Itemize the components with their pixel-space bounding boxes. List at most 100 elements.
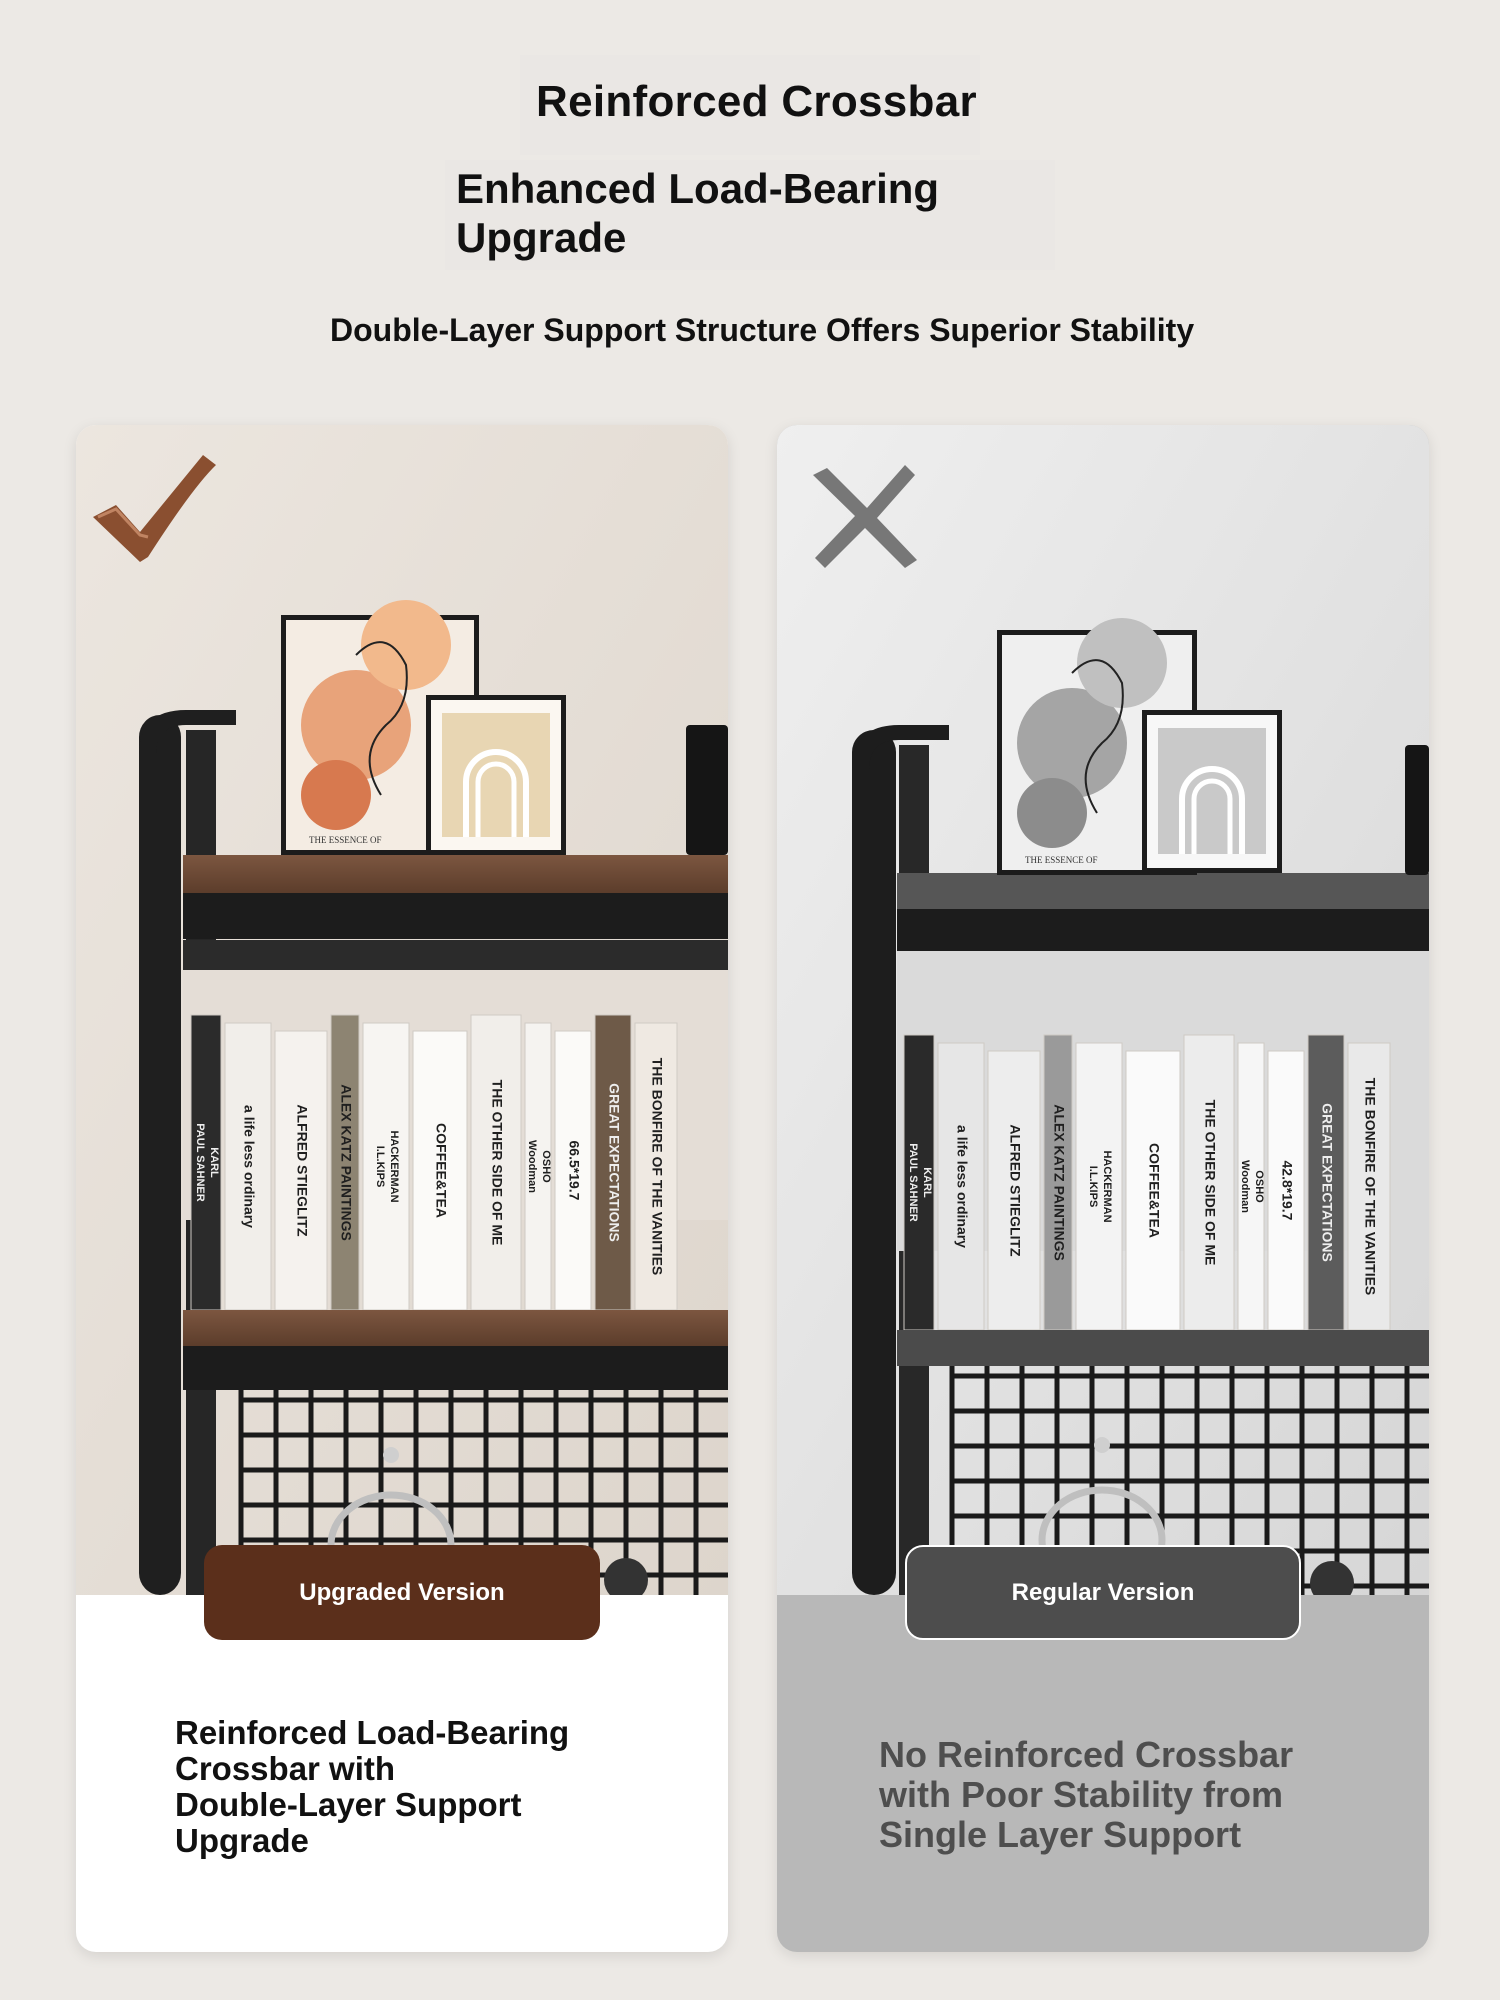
upgraded-description: Reinforced Load-Bearing Crossbar with Do…: [175, 1715, 655, 1859]
art-blob: [1017, 778, 1087, 848]
book-title: ALFRED STIEGLITZ: [1007, 1124, 1023, 1257]
top-shelf-board: [183, 855, 728, 893]
desc-line: Single Layer Support: [879, 1814, 1242, 1855]
book-spine: [1347, 1042, 1391, 1331]
book-title: ALEX KATZ PAINTINGS: [338, 1084, 354, 1241]
book-title: GREAT EXPECTATIONS: [1319, 1103, 1335, 1262]
art-print-inner: [1158, 728, 1266, 854]
top-shelf-board: [897, 873, 1429, 909]
book-spine: [330, 1014, 360, 1311]
art-blob: [361, 600, 451, 690]
shelf-post-curve: [852, 725, 949, 770]
heading-line: Enhanced Load-Bearing: [456, 165, 940, 212]
book-title: THE BONFIRE OF THE VANITIES: [649, 1058, 665, 1276]
regular-version-badge: Regular Version: [905, 1545, 1301, 1640]
art-blob: [301, 670, 411, 780]
frame-caption: THE ESSENCE OF: [1025, 855, 1098, 865]
hook-icon: [1094, 1437, 1110, 1453]
page-title: Reinforced Crossbar: [520, 55, 980, 155]
shelf-post: [852, 730, 896, 1595]
book-spine: [190, 1014, 222, 1311]
book-title: a life less ordinary: [954, 1125, 970, 1248]
book-title: HACKERMAN: [1101, 1150, 1113, 1222]
shelf-post-curve: [139, 710, 236, 755]
desc-line: Reinforced Load-Bearing: [175, 1714, 570, 1751]
regular-description: No Reinforced Crossbar with Poor Stabili…: [879, 1735, 1359, 1855]
book-title: a life less ordinary: [241, 1105, 257, 1228]
arch-icon: [1191, 778, 1233, 854]
book-spine: [412, 1030, 468, 1311]
book-spine: [224, 1022, 272, 1311]
heading-line: Upgrade: [456, 214, 627, 261]
desc-line: Double-Layer Support: [175, 1786, 522, 1823]
book-title: PAUL SAHNER: [194, 1123, 206, 1201]
art-blob: [301, 760, 371, 830]
book-title: KARL: [208, 1147, 220, 1178]
book-spine: [1307, 1034, 1345, 1331]
clock-icon: [604, 1558, 648, 1595]
book-title: I.L.KIPS: [1087, 1166, 1099, 1208]
book-title: COFFEE&TEA: [433, 1123, 449, 1218]
book-title: PAUL SAHNER: [907, 1143, 919, 1221]
book-title: Woodman: [526, 1140, 538, 1193]
desc-line: with Poor Stability from: [879, 1774, 1284, 1815]
book-title: THE OTHER SIDE OF ME: [1202, 1100, 1218, 1266]
book-spine: [274, 1030, 328, 1311]
book-title: OSHO: [1253, 1170, 1265, 1203]
book-spine: [470, 1014, 522, 1311]
book-spine: [1237, 1042, 1265, 1331]
book-spine: [634, 1022, 678, 1311]
book-spine: [362, 1022, 410, 1311]
arch-icon: [1179, 766, 1245, 854]
lower-shelf-board: [183, 1310, 728, 1346]
book-spine: [1043, 1034, 1073, 1331]
book-spine: [903, 1034, 935, 1331]
book-spine: [1125, 1050, 1181, 1331]
clock-icon: [1310, 1561, 1354, 1595]
desc-line: No Reinforced Crossbar: [879, 1734, 1294, 1775]
lower-shelf-board: [897, 1330, 1429, 1366]
book-title: OSHO: [540, 1150, 552, 1183]
book-title: KARL: [921, 1167, 933, 1198]
book-title: THE BONFIRE OF THE VANITIES: [1362, 1078, 1378, 1296]
art-print-inner: [442, 713, 550, 837]
desc-line: Upgrade: [175, 1822, 309, 1859]
x-icon: [813, 465, 917, 568]
header: Reinforced Crossbar Enhanced Load-Bearin…: [0, 0, 1500, 400]
book-title: 42.8*19.7: [1279, 1161, 1295, 1221]
title-highlight: [445, 160, 1055, 270]
art-line: [355, 641, 408, 796]
book-spine: [1183, 1034, 1235, 1331]
desc-line: Crossbar with: [175, 1750, 396, 1787]
page-heading: Enhanced Load-Bearing Upgrade: [456, 164, 1016, 262]
arch-icon: [463, 749, 529, 837]
lower-shelf-crossbar: [183, 1346, 728, 1390]
book-title: THE OTHER SIDE OF ME: [489, 1080, 505, 1246]
frame-caption: THE ESSENCE OF: [309, 835, 382, 845]
book-title: ALFRED STIEGLITZ: [294, 1104, 310, 1237]
art-line: [1071, 659, 1124, 814]
arch-icon: [475, 761, 517, 837]
shelf-post: [139, 715, 181, 1595]
book-spine: [554, 1030, 592, 1311]
book-spine: [524, 1022, 552, 1311]
page-subtitle: Double-Layer Support Structure Offers Su…: [330, 312, 1195, 348]
top-shelf-crossbar: [897, 909, 1429, 951]
book-title: COFFEE&TEA: [1146, 1143, 1162, 1238]
book-title: 66.5*19.7: [566, 1141, 582, 1201]
art-blob: [1017, 688, 1127, 798]
top-shelf-crossbar: [183, 893, 728, 939]
camera-lens: [686, 725, 728, 855]
second-crossbar: [183, 940, 728, 970]
book-title: I.L.KIPS: [374, 1146, 386, 1188]
camera-lens: [1405, 745, 1429, 875]
upgraded-version-badge: Upgraded Version: [204, 1545, 600, 1640]
book-title: Woodman: [1239, 1160, 1251, 1213]
book-title: ALEX KATZ PAINTINGS: [1051, 1104, 1067, 1261]
art-blob: [1077, 618, 1167, 708]
